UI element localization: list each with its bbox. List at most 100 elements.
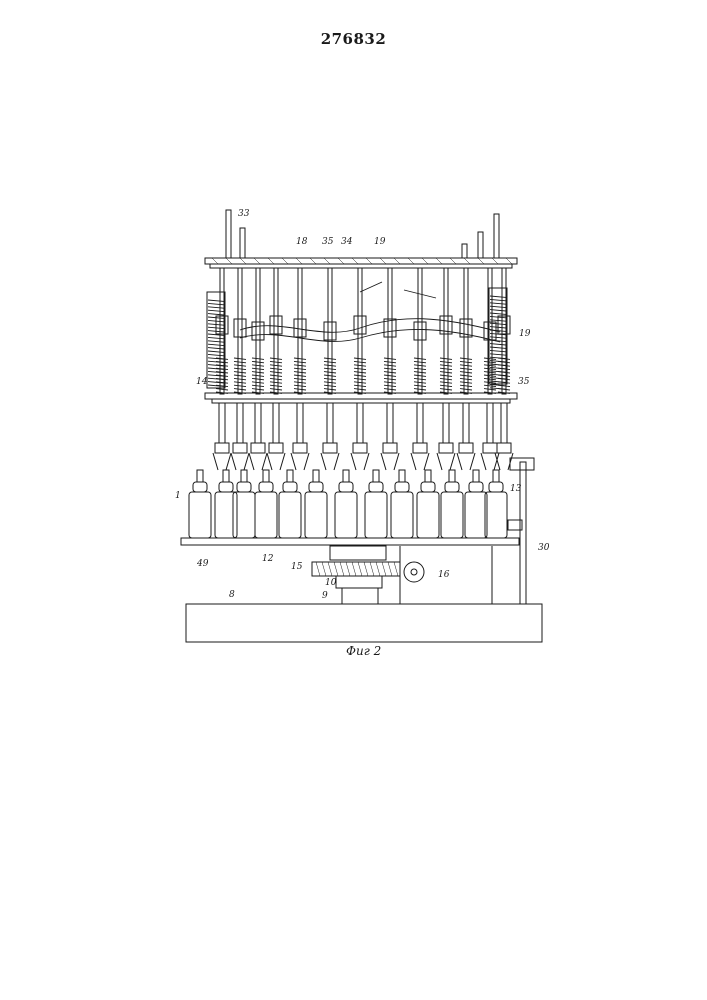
post-33 [226,210,231,258]
spring-coil [414,365,426,366]
cam-lever [360,282,436,298]
gear-hatch [376,562,380,576]
top-plate-hatch [394,258,400,264]
top-plate-hatch [478,258,484,264]
pulley-16 [404,562,424,582]
spring-coil [354,378,366,379]
top-plate-hatch [240,258,246,264]
gear-hatch [358,562,362,576]
spring-coil [354,368,366,369]
spring-coil [324,368,336,369]
post-33 [462,244,467,258]
spring-coil [234,358,246,359]
valve-stem [443,403,449,443]
spring-coil [440,361,452,362]
spring-coil [270,365,282,366]
spring-coil [460,375,472,376]
valve-head [459,443,473,453]
bottle-neck [449,470,455,482]
valve-nozzle [334,453,339,470]
side-spring-coil [208,344,224,345]
support-clamp [510,458,534,470]
side-spring-coil [208,348,224,349]
valve-stem [417,403,423,443]
label-10: 10 [325,578,337,588]
spring-coil [252,365,264,366]
label-16: 16 [438,570,450,580]
gear-hatch [388,562,392,576]
spring-coil [414,375,426,376]
top-plate-hatch [226,258,232,264]
top-plate-hatch [380,258,386,264]
label-19-top: 19 [374,237,386,247]
spring-coil [460,378,472,379]
valve-nozzle [226,453,231,470]
gear-hatch [364,562,368,576]
spring-coil [252,368,264,369]
label-12: 12 [262,554,274,564]
post-33 [478,232,483,258]
top-plate-hatch [282,258,288,264]
spring-coil [324,389,336,390]
spring-coil [414,382,426,383]
valve-head [413,443,427,453]
spring-coil [252,372,264,373]
top-plate-lower [210,264,512,268]
valve-head [269,443,283,453]
spring-coil [270,361,282,362]
valve-stem [273,403,279,443]
spring-coil [460,385,472,386]
spring-coil [384,358,396,359]
valve-nozzle [280,453,285,470]
spring-coil [384,372,396,373]
label-30: 30 [538,543,550,553]
bottle-shoulder [283,482,297,492]
gear-hatch [316,562,320,576]
bottle-body [233,492,255,538]
spring-coil [324,375,336,376]
spring-coil [440,375,452,376]
valve-head [251,443,265,453]
top-plate-hatch [268,258,274,264]
valve-nozzle [249,453,254,470]
bottle-body [465,492,487,538]
bottle-shoulder [339,482,353,492]
spring-coil [252,361,264,362]
spring-coil [324,385,336,386]
valve-head [383,443,397,453]
spring-coil [324,358,336,359]
control-cable [240,329,500,342]
label-34: 34 [341,237,353,247]
valve-head [293,443,307,453]
valve-stem [487,403,493,443]
spring-coil [484,358,496,359]
bottle-body [485,492,507,538]
rod-sleeve [252,322,264,340]
label-8: 8 [229,590,235,600]
spring-coil [234,382,246,383]
gear-hatch [352,562,356,576]
side-spring-coil [208,341,224,342]
bottle-neck [373,470,379,482]
spring-coil [414,361,426,362]
label-33: 33 [238,209,250,219]
valve-stem [501,403,507,443]
spring-coil [484,365,496,366]
valve-stem [297,403,303,443]
spring-coil [354,382,366,383]
top-plate-hatch [408,258,414,264]
spring-coil [460,372,472,373]
spring-coil [234,361,246,362]
spring-coil [252,389,264,390]
top-plate-hatch [310,258,316,264]
top-plate-hatch [366,258,372,264]
spring-coil [384,389,396,390]
spring-coil [384,368,396,369]
valve-nozzle [244,453,249,470]
spring-coil [484,372,496,373]
spring-coil [294,368,306,369]
spring-coil [294,389,306,390]
valve-head [233,443,247,453]
valve-head [323,443,337,453]
